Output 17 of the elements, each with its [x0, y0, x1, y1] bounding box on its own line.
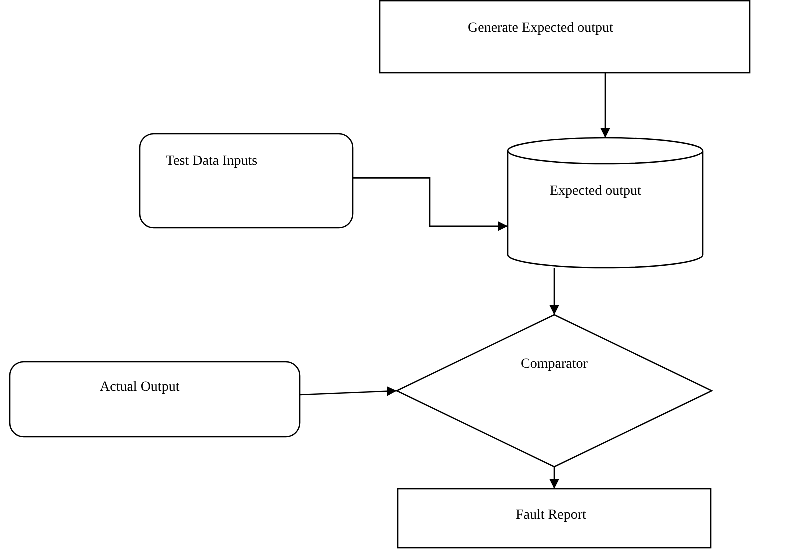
arrow: [550, 268, 560, 315]
node-label: Test Data Inputs: [166, 154, 258, 170]
arrow: [353, 178, 508, 232]
process-box: [398, 489, 711, 548]
node-label: Expected output: [550, 184, 642, 200]
data-store-cylinder: [508, 138, 703, 268]
node-label: Fault Report: [516, 508, 586, 524]
node-label: Actual Output: [100, 380, 180, 396]
arrow: [550, 467, 560, 489]
arrow: [600, 73, 610, 138]
node-label: Generate Expected output: [468, 21, 614, 37]
input-box: [10, 362, 300, 437]
decision-diamond: [397, 315, 712, 467]
arrow: [300, 386, 398, 396]
node-label: Comparator: [521, 357, 588, 373]
input-box: [140, 134, 353, 228]
process-box: [380, 1, 750, 73]
